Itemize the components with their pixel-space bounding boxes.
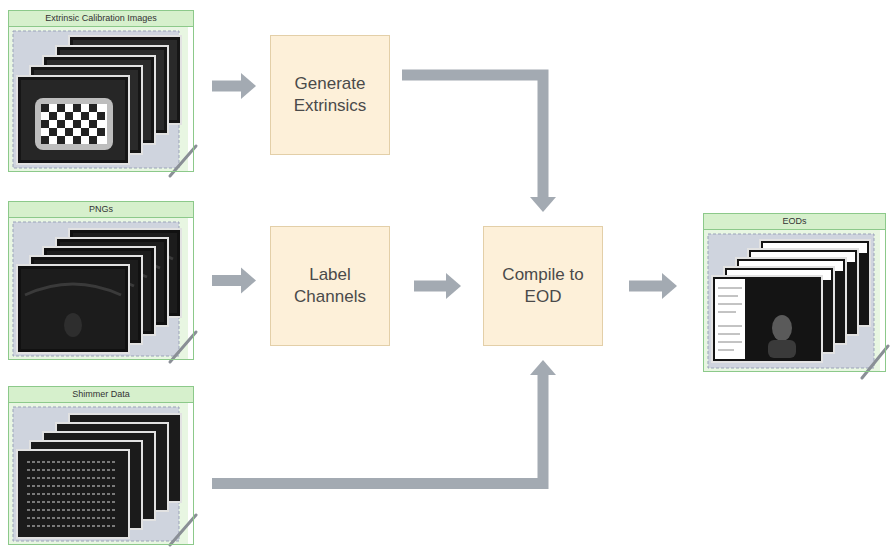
flow-arrow	[212, 268, 256, 294]
process-box: Label Channels	[270, 226, 390, 346]
flow-arrow	[414, 273, 461, 299]
arrow-shaft	[402, 75, 543, 198]
arrow-shaft	[212, 81, 242, 92]
flow-arrow	[629, 273, 677, 299]
box-label: Generate Extrinsics	[279, 73, 381, 117]
arrow-head	[241, 268, 256, 294]
arrow-head	[662, 273, 677, 299]
arrow-shaft	[414, 281, 447, 292]
process-box: Generate Extrinsics	[270, 35, 390, 155]
data-panel: Shimmer Data	[8, 386, 194, 545]
arrow-head	[446, 273, 461, 299]
flow-arrow	[402, 75, 556, 212]
panel-title: EODs	[704, 214, 885, 230]
flow-arrow	[212, 360, 556, 484]
arrow-head	[530, 197, 556, 212]
panel-title: Extrinsic Calibration Images	[9, 11, 193, 27]
box-label: Label Channels	[279, 264, 381, 308]
data-panel: EODs	[703, 213, 886, 372]
process-box: Compile to EOD	[483, 226, 603, 346]
arrow-shaft	[629, 281, 663, 292]
data-panel: Extrinsic Calibration Images	[8, 10, 194, 172]
panel-title: Shimmer Data	[9, 387, 193, 403]
panel-title: PNGs	[9, 202, 193, 218]
flow-arrow	[212, 73, 256, 99]
arrow-head	[241, 73, 256, 99]
arrow-shaft	[212, 374, 543, 484]
arrow-shaft	[212, 275, 242, 286]
arrow-head	[530, 360, 556, 375]
box-label: Compile to EOD	[492, 264, 594, 308]
data-panel: PNGs	[8, 201, 194, 360]
